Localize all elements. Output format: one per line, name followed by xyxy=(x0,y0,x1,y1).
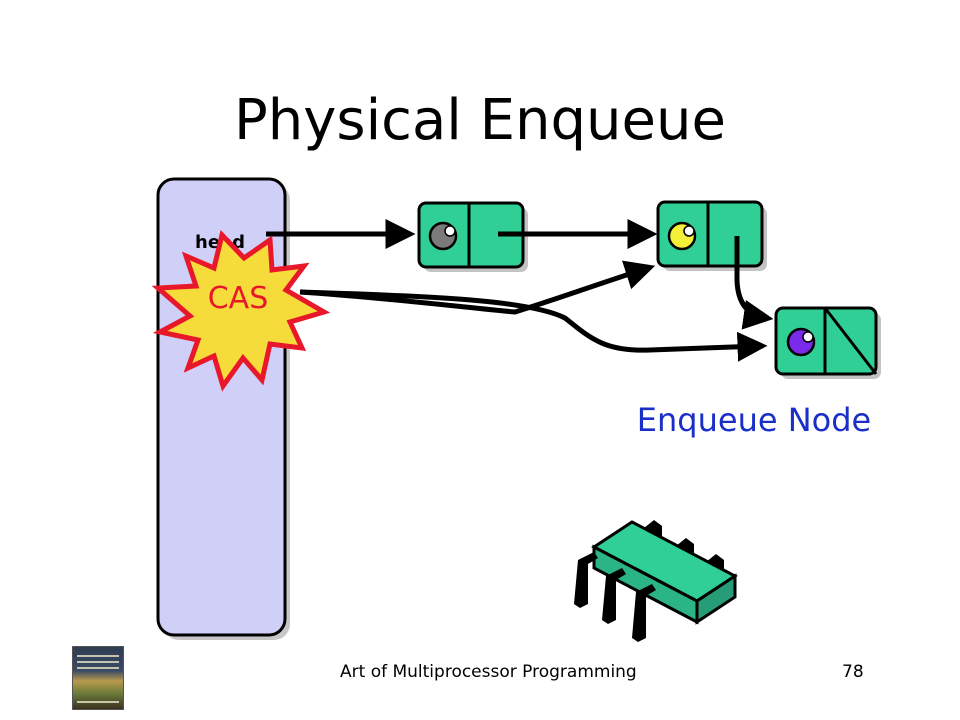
queue-node-2 xyxy=(656,200,767,271)
slide-title: Physical Enqueue xyxy=(234,88,726,153)
cas-expected-arrow xyxy=(299,260,656,315)
next-pointer-arrow-2 xyxy=(734,236,774,330)
enqueue-node xyxy=(774,306,881,379)
page-number: 78 xyxy=(842,662,864,682)
book-cover-thumbnail xyxy=(72,646,124,710)
footer-title: Art of Multiprocessor Programming xyxy=(340,662,637,682)
null-pointer-slash xyxy=(823,307,878,375)
processor-chip-icon xyxy=(574,520,738,642)
cas-new-arrow xyxy=(299,289,768,362)
cas-label: CAS xyxy=(208,281,269,316)
enqueue-node-label: Enqueue Node xyxy=(637,401,871,439)
cas-burst: CAS xyxy=(151,229,331,392)
queue-node-1 xyxy=(417,201,528,272)
